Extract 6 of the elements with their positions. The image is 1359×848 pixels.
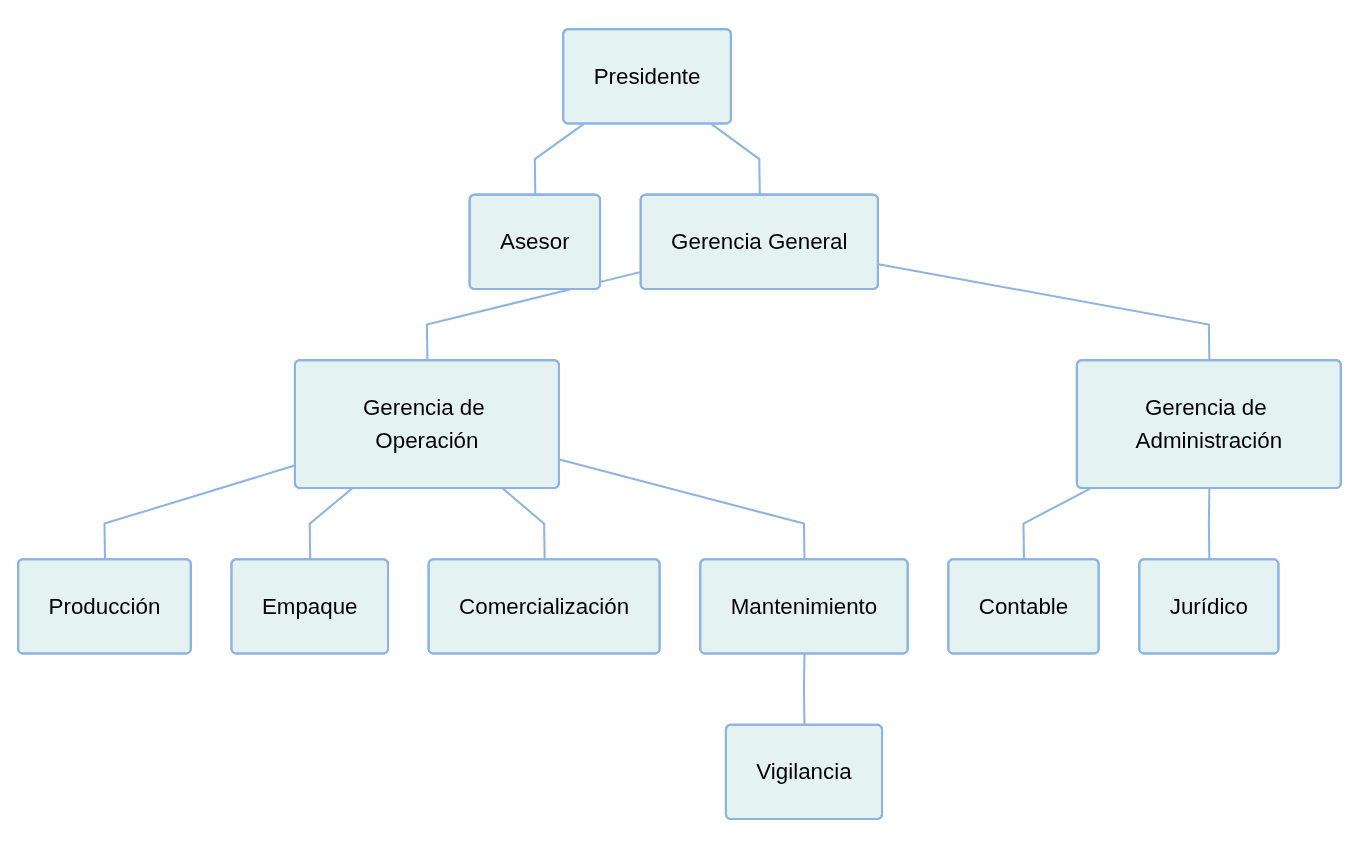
connector (1207, 488, 1211, 560)
connector (1022, 487, 1091, 560)
connector (559, 458, 806, 560)
connector (308, 487, 353, 560)
connector (878, 263, 1211, 361)
connector (502, 487, 546, 560)
